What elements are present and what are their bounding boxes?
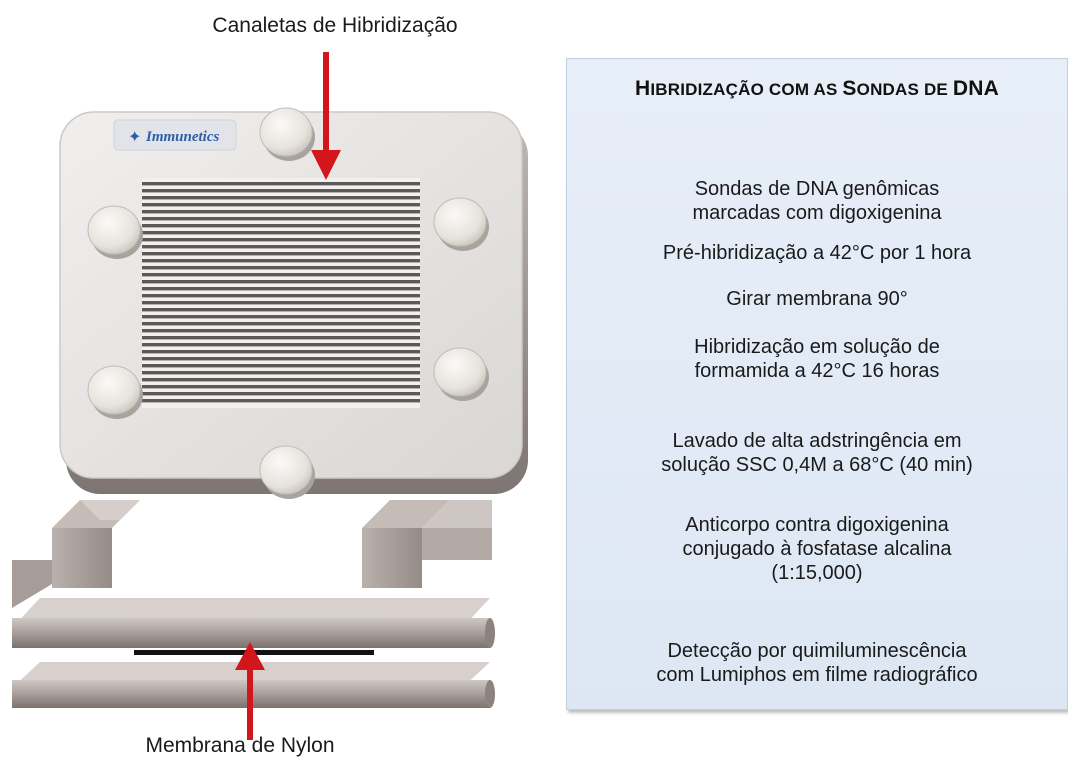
hybridization-steps-panel: HIBRIDIZAÇÃO COM AS SONDAS DE DNA Sondas… [566,58,1068,710]
channel-groove [142,259,420,263]
membrane-arrow [235,642,265,740]
step-hybridization: Hibridização em solução de formamida a 4… [694,336,940,382]
channels [142,182,420,403]
clamp-assembly [12,500,495,708]
hybridization-channels-label: Canaletas de Hibridização [212,14,458,37]
channel-groove [142,385,420,389]
channel-groove [142,399,420,403]
channel-groove [142,273,420,277]
knob-left-lower [87,365,141,415]
channel-groove [142,266,420,270]
apparatus-illustration: ✦ Immunetics [12,52,528,740]
channel-groove [142,322,420,326]
channel-groove [142,231,420,235]
left-post [52,528,112,588]
channel-groove [142,357,420,361]
nylon-membrane-label: Membrana de Nylon [145,734,335,757]
channel-groove [142,245,420,249]
step-stringency-wash: Lavado de alta adstringência em solução … [661,430,973,476]
knobs [87,107,489,499]
left-wing [12,560,52,608]
channel-groove [142,189,420,193]
right-post [362,528,422,588]
channel-groove [142,315,420,319]
channel-groove [142,224,420,228]
channel-groove [142,392,420,396]
knob-top [259,107,313,157]
knob-bottom [259,445,313,495]
channel-groove [142,343,420,347]
channel-groove [142,364,420,368]
channel-groove [142,378,420,382]
brand-text: Immunetics [145,129,220,145]
step-prehybridization: Pré-hibridização a 42°C por 1 hora [662,242,972,264]
channel-groove [142,196,420,200]
channel-groove [142,182,420,186]
channel-groove [142,252,420,256]
step-rotate-membrane: Girar membrana 90° [726,288,908,310]
channel-groove [142,287,420,291]
knob-left-upper [87,205,141,255]
right-post-top [362,500,450,528]
channel-groove [142,336,420,340]
channel-groove [142,301,420,305]
channel-groove [142,203,420,207]
channel-groove [142,217,420,221]
channel-groove [142,210,420,214]
channel-groove [142,308,420,312]
step-probes: Sondas de DNA genômicas marcadas com dig… [692,178,942,224]
step-antibody: Anticorpo contra digoxigenina conjugado … [682,514,952,584]
channel-groove [142,238,420,242]
channel-area [142,178,420,408]
upper-rail [12,618,490,648]
channel-groove [142,294,420,298]
channel-groove [142,280,420,284]
step-detection: Detecção por quimiluminescência com Lumi… [656,640,978,686]
channels-arrow [311,52,341,180]
channel-groove [142,371,420,375]
brand-logo-icon: ✦ [128,129,141,146]
hybridization-device: ✦ Immunetics [59,107,528,499]
panel-title: HIBRIDIZAÇÃO COM AS SONDAS DE DNA [634,77,1000,100]
knob-right-upper [433,197,487,247]
channel-groove [142,329,420,333]
brand-badge [113,119,237,151]
channel-groove [142,350,420,354]
knob-right-lower [433,347,487,397]
